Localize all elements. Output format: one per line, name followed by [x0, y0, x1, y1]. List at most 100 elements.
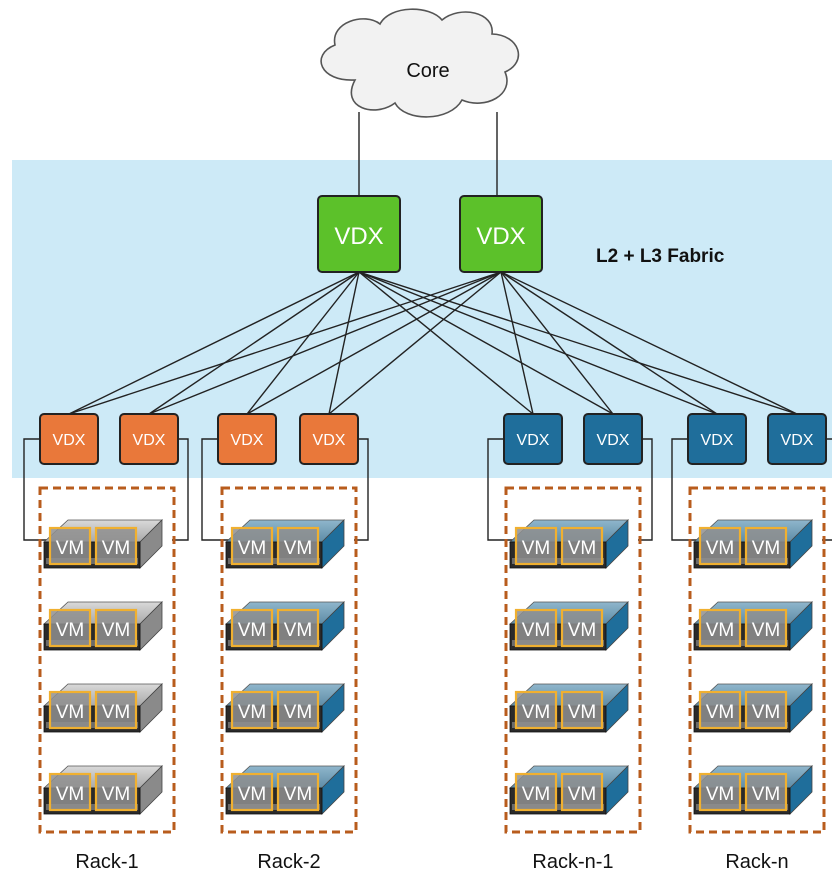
server: VM VM: [692, 765, 813, 815]
core-label: Core: [406, 60, 449, 82]
rack-label: Rack-2: [257, 851, 320, 873]
vm-label: VM: [56, 702, 85, 723]
vm-box: [48, 772, 92, 812]
vm-box: [94, 608, 138, 648]
vm-label: VM: [238, 784, 267, 805]
vm-label: VM: [102, 784, 131, 805]
vm-label: VM: [238, 620, 267, 641]
server: VM VM: [508, 765, 629, 815]
vm-label: VM: [752, 538, 781, 559]
vm-label: VM: [522, 538, 551, 559]
vm-box: [698, 526, 742, 566]
vm-box: [698, 690, 742, 730]
vm-box: [514, 772, 558, 812]
vm-label: VM: [568, 538, 597, 559]
vm-box: [230, 772, 274, 812]
vm-label: VM: [752, 620, 781, 641]
vm-box: [560, 526, 604, 566]
core-cloud: Core: [320, 8, 520, 118]
vm-box: [48, 690, 92, 730]
vm-label: VM: [522, 620, 551, 641]
rack-label: Rack-n: [725, 851, 788, 873]
spine-switch-1-label: VDX: [334, 223, 383, 250]
vm-label: VM: [56, 784, 85, 805]
vm-label: VM: [568, 784, 597, 805]
leaf-switch-3-2-label: VDX: [597, 432, 630, 449]
vm-label: VM: [706, 538, 735, 559]
vm-box: [94, 526, 138, 566]
server: VM VM: [42, 765, 163, 815]
leaf-switch-4-2-label: VDX: [781, 432, 814, 449]
vm-box: [514, 608, 558, 648]
leaf-switch-1-2: VDX: [119, 413, 179, 465]
vm-label: VM: [102, 620, 131, 641]
vm-label: VM: [56, 538, 85, 559]
vm-label: VM: [752, 702, 781, 723]
leaf-switch-3-1: VDX: [503, 413, 563, 465]
leaf-switch-2-1-label: VDX: [231, 432, 264, 449]
vm-box: [276, 526, 320, 566]
vm-label: VM: [568, 702, 597, 723]
vm-label: VM: [522, 702, 551, 723]
vm-box: [744, 690, 788, 730]
server: VM VM: [42, 519, 163, 569]
vm-box: [48, 526, 92, 566]
vm-label: VM: [284, 702, 313, 723]
leaf-switch-4-1: VDX: [687, 413, 747, 465]
server: VM VM: [508, 519, 629, 569]
spine-switch-1: VDX: [317, 195, 401, 273]
vm-box: [276, 772, 320, 812]
server: VM VM: [692, 519, 813, 569]
fabric-label: L2 + L3 Fabric: [596, 246, 725, 267]
vm-label: VM: [238, 702, 267, 723]
vm-box: [744, 608, 788, 648]
leaf-switch-3-1-label: VDX: [517, 432, 550, 449]
rack-boundary: [688, 486, 826, 834]
vm-box: [514, 526, 558, 566]
vm-box: [698, 608, 742, 648]
vm-label: VM: [56, 620, 85, 641]
spine-switch-2-label: VDX: [476, 223, 525, 250]
server: VM VM: [692, 683, 813, 733]
vm-box: [230, 690, 274, 730]
leaf-switch-1-2-label: VDX: [133, 432, 166, 449]
vm-box: [230, 526, 274, 566]
server: VM VM: [224, 683, 345, 733]
rack-boundary: [38, 486, 176, 834]
leaf-switch-2-2: VDX: [299, 413, 359, 465]
vm-box: [276, 608, 320, 648]
vm-box: [230, 608, 274, 648]
vm-box: [94, 772, 138, 812]
spine-switch-2: VDX: [459, 195, 543, 273]
server: VM VM: [224, 601, 345, 651]
leaf-switch-1-1-label: VDX: [53, 432, 86, 449]
leaf-switch-1-1: VDX: [39, 413, 99, 465]
vm-box: [276, 690, 320, 730]
links: [68, 112, 798, 415]
vm-label: VM: [706, 784, 735, 805]
vm-label: VM: [522, 784, 551, 805]
vm-box: [560, 690, 604, 730]
rack-label: Rack-1: [75, 851, 138, 873]
server: VM VM: [224, 765, 345, 815]
vm-label: VM: [752, 784, 781, 805]
server: VM VM: [42, 601, 163, 651]
leaf-switch-4-2: VDX: [767, 413, 827, 465]
vm-label: VM: [568, 620, 597, 641]
leaf-switch-4-1-label: VDX: [701, 432, 734, 449]
vm-box: [744, 772, 788, 812]
vm-box: [560, 608, 604, 648]
vm-label: VM: [102, 538, 131, 559]
rack-boundary: [220, 486, 358, 834]
vm-label: VM: [284, 620, 313, 641]
server: VM VM: [508, 601, 629, 651]
vm-label: VM: [284, 538, 313, 559]
vm-label: VM: [706, 702, 735, 723]
vm-label: VM: [284, 784, 313, 805]
